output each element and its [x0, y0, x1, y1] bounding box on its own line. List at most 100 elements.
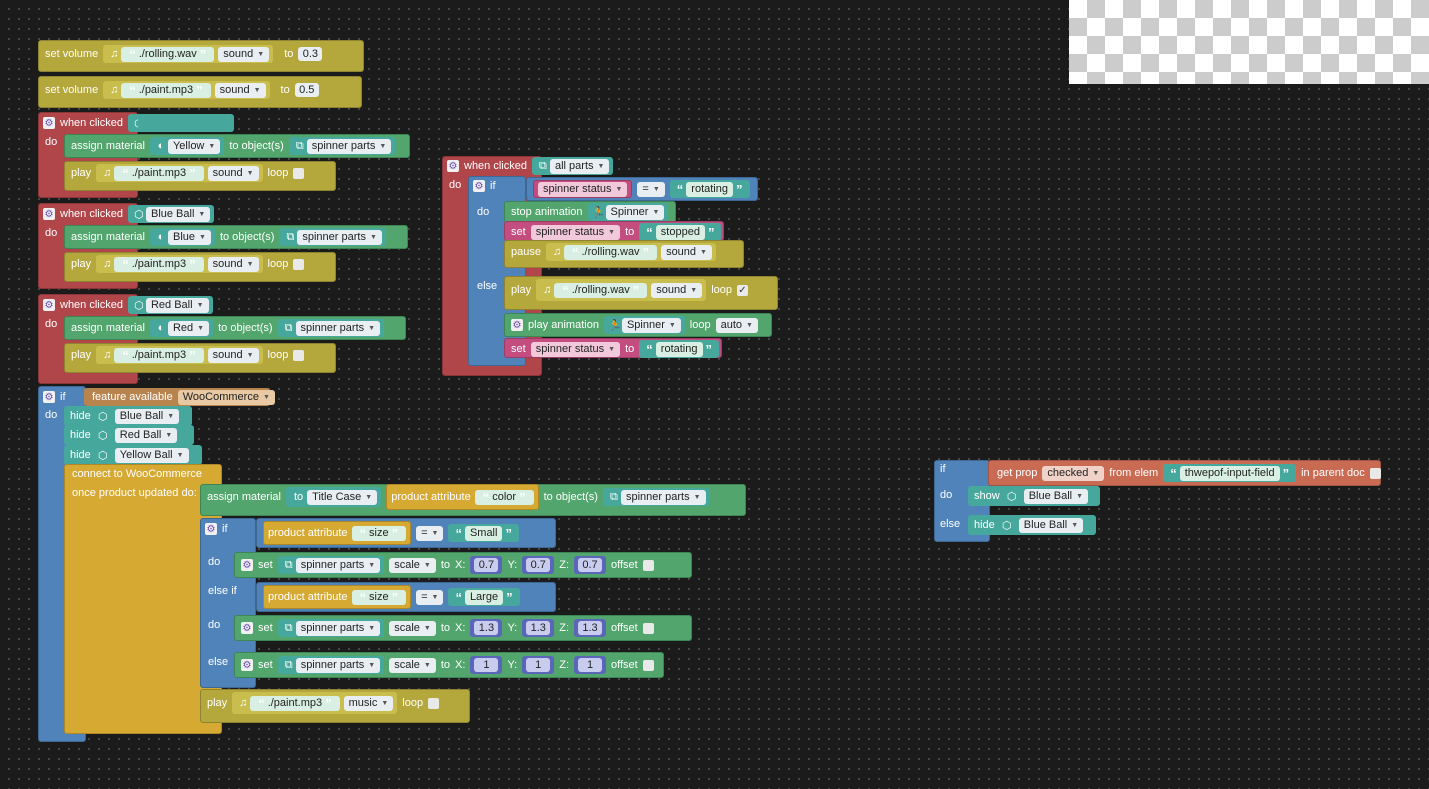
status-text[interactable]: rotating	[655, 341, 703, 357]
hide-red-ball-block[interactable]: hide ⬡ Red Ball▼	[64, 425, 194, 445]
property-dropdown[interactable]: scale▼	[389, 657, 436, 673]
object-dropdown[interactable]: Blue Ball▼	[145, 206, 211, 222]
set-volume-block-rolling[interactable]: set volume ♫ “./rolling.wav” sound▼ to 0…	[38, 40, 364, 72]
objects-dropdown[interactable]: spinner parts▼	[620, 489, 706, 505]
compare-status-block[interactable]: spinner status▼ =▼ “rotating”	[526, 177, 758, 201]
material-dropdown[interactable]: Red▼	[167, 320, 210, 336]
sound-type-dropdown[interactable]: sound▼	[207, 347, 259, 363]
x-value[interactable]: 1	[474, 658, 499, 672]
text-value-slot[interactable]: “Small”	[448, 524, 519, 542]
y-value-slot[interactable]: 0.7	[522, 556, 555, 574]
play-animation-block[interactable]: ⚙ play animation 🏃Spinner▼ loop auto▼	[504, 313, 772, 337]
set-status-stopped-block[interactable]: set spinner status▼ to “stopped”	[504, 221, 724, 241]
gear-icon[interactable]: ⚙	[241, 659, 253, 671]
property-dropdown[interactable]: checked▼	[1042, 465, 1105, 481]
sound-file-text[interactable]: “./paint.mp3”	[114, 347, 204, 363]
set-scale-small-block[interactable]: ⚙ set ⧉spinner parts▼ 0.7scale▼ to X: 0.…	[234, 552, 692, 578]
product-attribute-size[interactable]: product attribute “size”	[263, 521, 412, 545]
play-music-block[interactable]: play ♫ “./paint.mp3” music▼ loop	[200, 689, 470, 723]
compare-large-block[interactable]: product attribute “size” =▼ “Large”	[256, 582, 556, 612]
status-text[interactable]: stopped	[655, 224, 705, 240]
attribute-text[interactable]: “color”	[474, 489, 534, 505]
volume-value-input[interactable]: 0.3	[298, 47, 323, 61]
variable-dropdown[interactable]: spinner status▼	[538, 181, 628, 197]
text-value-slot[interactable]: “rotating”	[639, 340, 719, 358]
loop-checkbox[interactable]	[293, 349, 305, 361]
animation-target[interactable]: 🏃Spinner▼	[587, 203, 669, 221]
z-value[interactable]: 1.3	[578, 621, 603, 635]
objects-selector[interactable]: ⧉spinner parts▼	[602, 488, 710, 506]
object-dropdown[interactable]: Red Ball▼	[145, 297, 209, 313]
z-value-slot[interactable]: 0.7	[574, 556, 607, 574]
hide-blue-ball-block[interactable]: hide ⬡ Blue Ball▼	[64, 406, 192, 426]
x-value-slot[interactable]: 1	[470, 656, 503, 674]
sound-file-text[interactable]: “./paint.mp3”	[250, 695, 340, 711]
text-value-slot[interactable]: “stopped”	[639, 223, 722, 241]
sound-file-slot[interactable]: ♫ “./rolling.wav” sound▼	[103, 45, 274, 63]
material-selector[interactable]: ◐Red▼	[149, 319, 214, 337]
animation-dropdown[interactable]: Spinner▼	[605, 204, 665, 220]
objects-selector[interactable]: ⧉spinner parts▼	[277, 619, 385, 637]
gear-icon[interactable]: ⚙	[43, 208, 55, 220]
z-value-slot[interactable]: 1.3	[574, 619, 607, 637]
set-status-rotating-block[interactable]: set spinner status▼ to “rotating”	[504, 338, 722, 358]
sound-file-text[interactable]: “./paint.mp3”	[114, 256, 204, 272]
attribute-text[interactable]: “size”	[351, 525, 407, 541]
object-selector[interactable]: ⧉all parts▼	[531, 157, 614, 175]
sound-file-slot[interactable]: ♫ “./paint.mp3” sound▼	[103, 81, 270, 99]
gear-icon[interactable]: ⚙	[511, 319, 523, 331]
variable-dropdown[interactable]: spinner status▼	[530, 341, 621, 357]
sound-type-dropdown[interactable]: sound▼	[661, 244, 712, 260]
sound-type-dropdown[interactable]: sound▼	[218, 46, 270, 62]
assign-material-red-block[interactable]: assign material ◐Red▼ to object(s) ⧉spin…	[64, 316, 406, 340]
play-sound-red-block[interactable]: play ♫ “./paint.mp3” sound▼ loop	[64, 343, 336, 373]
object-dropdown[interactable]: all parts▼	[549, 158, 610, 174]
get-prop-block[interactable]: get prop checked▼ from elem “thwepof-inp…	[988, 460, 1381, 486]
connect-woocommerce-block[interactable]: connect to WooCommerce once product upda…	[64, 464, 222, 734]
offset-checkbox[interactable]	[642, 559, 654, 571]
sound-file-slot[interactable]: ♫ “./paint.mp3” sound▼	[96, 346, 263, 364]
object-selector[interactable]: ⬡Red Ball▼	[127, 296, 213, 314]
compare-small-block[interactable]: product attribute “size” =▼ “Small”	[256, 518, 556, 548]
sound-type-dropdown[interactable]: sound▼	[207, 256, 259, 272]
sound-file-slot[interactable]: ♫ “./paint.mp3” sound▼	[96, 164, 263, 182]
z-value[interactable]: 0.7	[578, 558, 603, 572]
in-parent-doc-checkbox[interactable]	[1369, 467, 1381, 479]
property-dropdown[interactable]: 0.7scale▼	[389, 557, 436, 573]
y-value[interactable]: 1.3	[526, 621, 551, 635]
sound-file-text[interactable]: “./paint.mp3”	[114, 165, 204, 181]
offset-checkbox[interactable]	[642, 659, 654, 671]
play-sound-yellow-block[interactable]: play ♫ “./paint.mp3” sound▼ loop	[64, 161, 336, 191]
product-attribute-color[interactable]: product attribute “color”	[386, 484, 539, 510]
element-id-text[interactable]: thwepof-input-field	[1179, 465, 1280, 481]
x-value-slot[interactable]: 1.3	[470, 619, 503, 637]
text-value-slot[interactable]: “Large”	[448, 588, 520, 606]
objects-dropdown[interactable]: spinner parts▼	[295, 320, 381, 336]
material-dropdown[interactable]: Blue▼	[167, 229, 211, 245]
play-rolling-loop-block[interactable]: play ♫ “./rolling.wav” sound▼ loop ✓	[504, 276, 778, 310]
sound-file-slot[interactable]: ♫ “./paint.mp3” music▼	[232, 692, 398, 714]
loop-mode-dropdown[interactable]: auto▼	[715, 317, 758, 333]
hide-blue-ball-else-block[interactable]: hide ⬡ Blue Ball▼	[968, 515, 1096, 535]
sound-file-text[interactable]: “./rolling.wav”	[563, 244, 658, 260]
gear-icon[interactable]: ⚙	[43, 299, 55, 311]
z-value[interactable]: 1	[578, 658, 603, 672]
y-value-slot[interactable]: 1.3	[522, 619, 555, 637]
objects-dropdown[interactable]: spinner parts▼	[306, 138, 392, 154]
play-sound-blue-block[interactable]: play ♫ “./paint.mp3” sound▼ loop	[64, 252, 336, 282]
sound-file-text[interactable]: “./rolling.wav”	[554, 282, 648, 298]
loop-checkbox[interactable]	[293, 258, 305, 270]
stop-animation-block[interactable]: stop animation 🏃Spinner▼	[504, 201, 676, 223]
case-dropdown[interactable]: Title Case▼	[307, 489, 378, 505]
sound-file-slot[interactable]: ♫ “./rolling.wav” sound▼	[545, 243, 716, 261]
sound-type-dropdown[interactable]: sound▼	[651, 282, 703, 298]
material-selector[interactable]: ◐Yellow▼	[149, 137, 225, 155]
element-id-slot[interactable]: “thwepof-input-field”	[1163, 464, 1297, 482]
y-value[interactable]: 0.7	[526, 558, 551, 572]
text-value-slot[interactable]: “rotating”	[669, 180, 750, 198]
object-dropdown[interactable]: Blue Ball▼	[1018, 517, 1084, 533]
objects-dropdown[interactable]: spinner parts▼	[297, 229, 382, 245]
assign-material-attr-block[interactable]: assign material to Title Case▼ product a…	[200, 484, 746, 516]
product-attribute-size[interactable]: product attribute “size”	[263, 585, 412, 609]
animation-target[interactable]: 🏃Spinner▼	[603, 316, 685, 334]
